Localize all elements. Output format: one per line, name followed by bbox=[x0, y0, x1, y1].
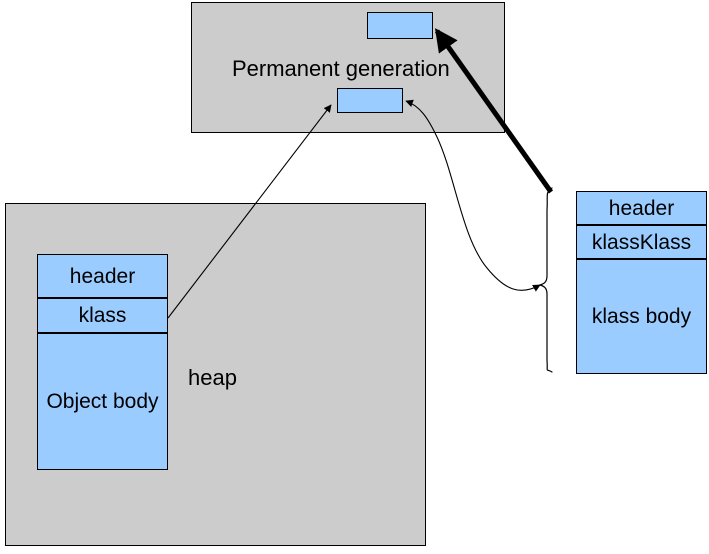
permgen-slot-lower bbox=[337, 88, 403, 113]
klass-body-cell: klass body bbox=[576, 259, 707, 374]
region-heap-label: heap bbox=[188, 365, 237, 390]
klass-header-cell: header bbox=[576, 191, 707, 225]
object-header-cell: header bbox=[37, 254, 168, 298]
region-permanent-generation-label: Permanent generation bbox=[232, 56, 450, 81]
object-body-cell: Object body bbox=[37, 333, 168, 470]
object-klass-cell: klass bbox=[37, 298, 168, 333]
klass-klassklass-cell: klassKlass bbox=[576, 225, 707, 259]
permgen-slot-upper bbox=[367, 12, 433, 39]
klass-brace bbox=[538, 187, 553, 373]
